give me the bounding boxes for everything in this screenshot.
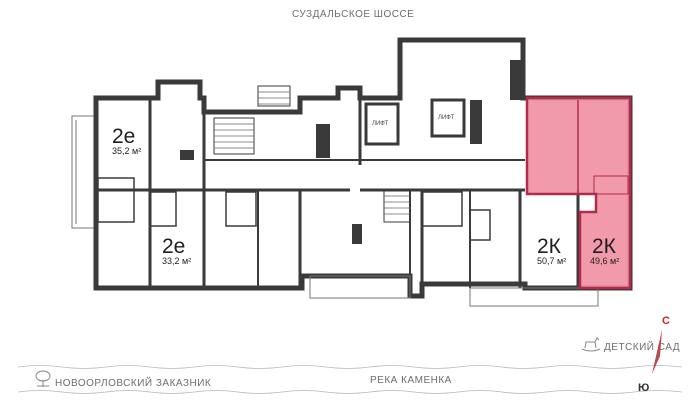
highlighted-apartment[interactable] — [525, 96, 632, 290]
lift-label: ЛИФТ — [438, 115, 455, 121]
apartment-area: 49,6 м² — [590, 256, 620, 266]
balcony-bottom — [309, 275, 599, 307]
compass-icon — [652, 330, 662, 374]
street-top-label: СУЗДАЛЬСКОЕ ШОССЕ — [292, 9, 415, 20]
balcony-left — [71, 115, 95, 229]
apartment-type: 2е — [162, 235, 186, 258]
apartment-type: 2К — [592, 235, 616, 258]
apartment-type: 2К — [537, 235, 561, 258]
compass-north: С — [662, 315, 670, 327]
apartment-type: 2е — [112, 125, 136, 148]
stair-steps — [214, 91, 410, 215]
river-label: РЕКА КАМЕНКА — [370, 375, 452, 386]
river-lines — [17, 365, 683, 394]
tree-icon — [35, 370, 51, 387]
apartment-area: 35,2 м² — [112, 146, 142, 156]
reserve-label: НОВООРЛОВСКИЙ ЗАКАЗНИК — [55, 378, 212, 389]
kindergarten-label: ДЕТСКИЙ САД — [604, 342, 681, 353]
compass-south: Ю — [638, 382, 650, 394]
lift-label: ЛИФТ — [372, 121, 389, 127]
apartment-area: 33,2 м² — [162, 256, 192, 266]
rocking-horse-icon — [581, 337, 601, 352]
apartment-area: 50,7 м² — [537, 256, 567, 266]
